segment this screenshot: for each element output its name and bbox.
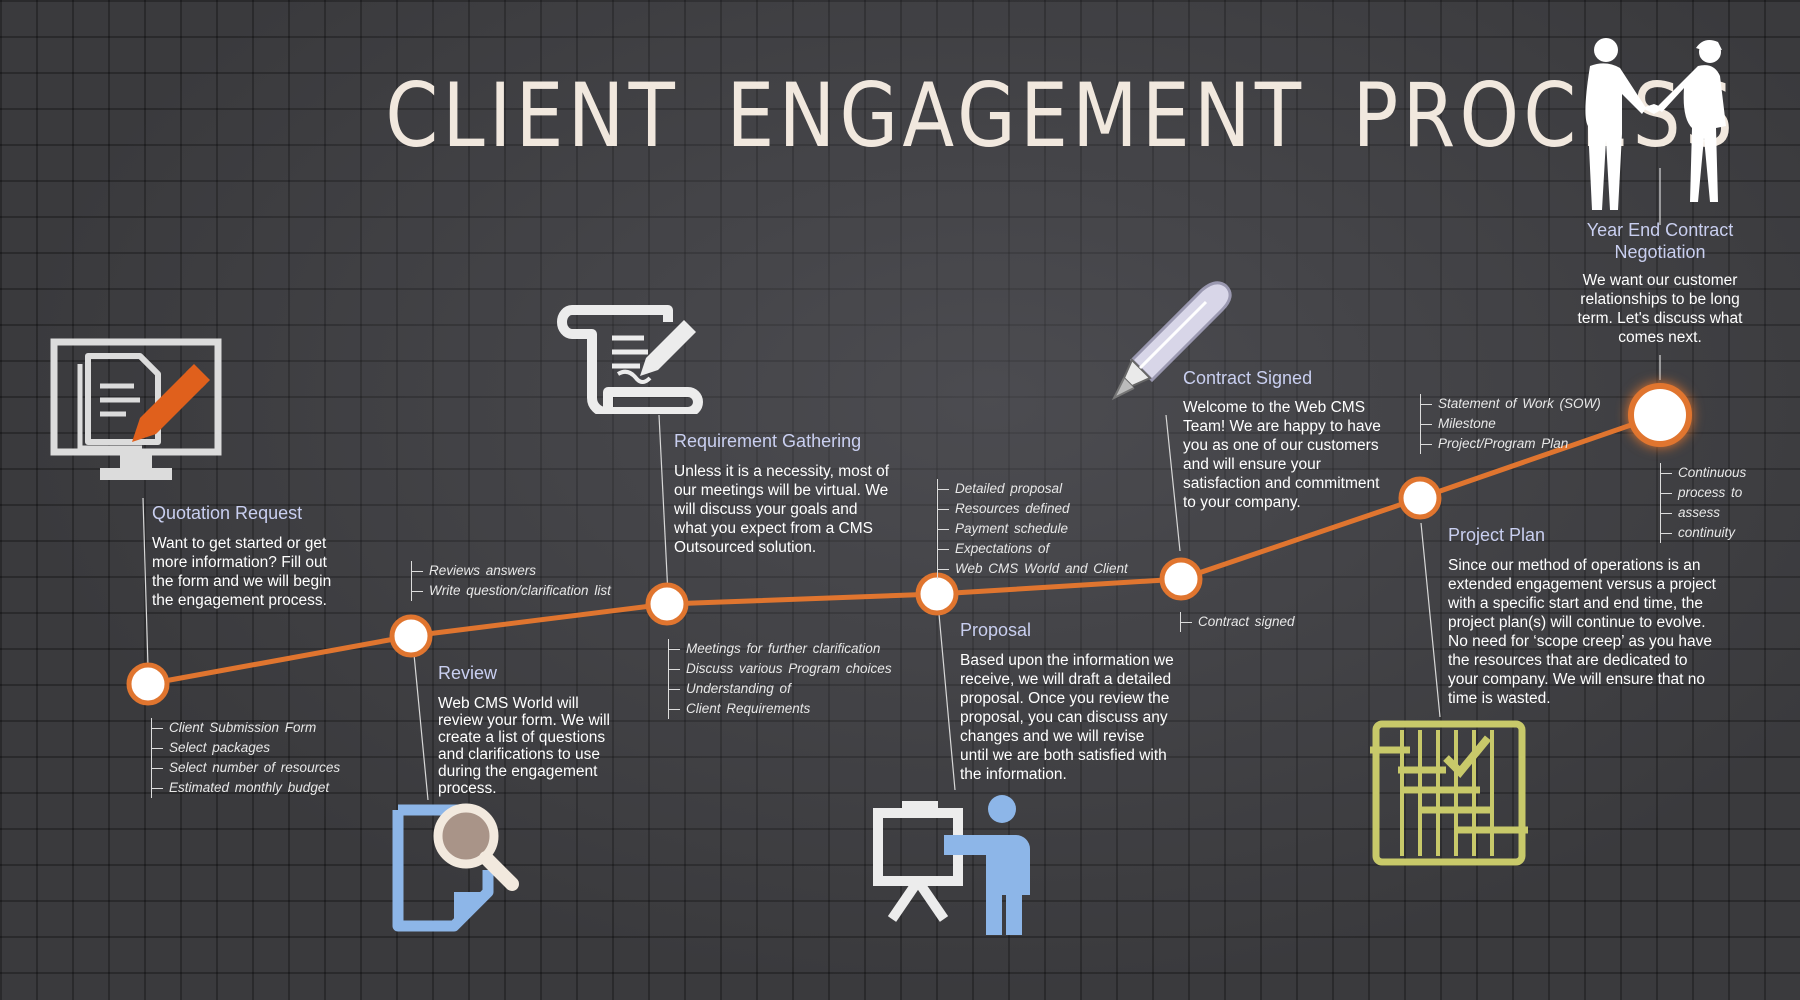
list-item: Detailed proposal xyxy=(937,479,1128,499)
list-item: Meetings for further clarification xyxy=(668,639,892,659)
presentation-icon xyxy=(873,795,1030,935)
document-search-icon xyxy=(392,803,519,932)
step-title-contract-signed: Contract Signed xyxy=(1183,368,1313,388)
gantt-checklist-icon xyxy=(1370,720,1528,866)
step-body-requirement-gathering: Unless it is a necessity, most of our me… xyxy=(674,463,890,556)
fountain-pen-icon xyxy=(1111,281,1232,401)
list-item: Client Requirements xyxy=(668,699,892,719)
handshake-icon xyxy=(1585,38,1726,210)
list-item: Client Submission Form xyxy=(151,718,340,738)
step-node-quotation-request xyxy=(126,662,170,706)
step-items-review: Reviews answers Write question/clarifica… xyxy=(411,561,611,601)
connector-line xyxy=(142,497,149,668)
step-items-proposal: Detailed proposal Resources defined Paym… xyxy=(937,479,1128,579)
list-item: Resources defined xyxy=(937,499,1128,519)
step-title-quotation-request: Quotation Request xyxy=(152,503,303,523)
list-item: Contract signed xyxy=(1180,612,1295,632)
step-body-quotation-request: Want to get started or get more informat… xyxy=(152,535,332,609)
list-item: Web CMS World and Client xyxy=(937,559,1128,579)
step-body-contract-signed: Welcome to the Web CMS Team! We are happ… xyxy=(1183,399,1381,511)
list-item: Expectations of xyxy=(937,539,1128,559)
step-node-project-plan xyxy=(1398,476,1442,520)
list-item: assess xyxy=(1660,503,1746,523)
step-title-review: Review xyxy=(438,663,498,683)
step-node-year-end xyxy=(1628,383,1692,447)
step-title-proposal: Proposal xyxy=(960,620,1032,640)
step-title-year-end: Year End Contract Negotiation xyxy=(1586,220,1734,262)
step-node-requirement-gathering xyxy=(645,582,689,626)
list-item: Discuss various Program choices xyxy=(668,659,892,679)
list-item: Estimated monthly budget xyxy=(151,778,340,798)
list-item: Understanding of xyxy=(668,679,892,699)
list-item: Payment schedule xyxy=(937,519,1128,539)
list-item: Write question/clarification list xyxy=(411,581,611,601)
list-item: Milestone xyxy=(1420,414,1601,434)
list-item: process to xyxy=(1660,483,1746,503)
step-body-review: Web CMS World will review your form. We … xyxy=(438,695,610,797)
connector-line xyxy=(658,414,669,596)
list-item: continuity xyxy=(1660,523,1746,543)
step-body-year-end: We want our customer relationships to be… xyxy=(1577,272,1743,346)
step-items-contract-signed: Contract signed xyxy=(1180,612,1295,632)
computer-form-icon xyxy=(50,338,222,480)
step-body-project-plan: Since our method of operations is an ext… xyxy=(1448,557,1716,707)
scroll-pencil-icon xyxy=(557,305,703,414)
list-item: Continuous xyxy=(1660,463,1746,483)
step-items-project-plan: Statement of Work (SOW) Milestone Projec… xyxy=(1420,394,1601,454)
list-item: Select number of resources xyxy=(151,758,340,778)
list-item: Reviews answers xyxy=(411,561,611,581)
list-item: Project/Program Plan xyxy=(1420,434,1601,454)
step-items-year-end: Continuous process to assess continuity xyxy=(1660,463,1746,543)
step-body-proposal: Based upon the information we receive, w… xyxy=(960,652,1174,783)
step-node-contract-signed xyxy=(1159,557,1203,601)
connector-line xyxy=(1165,414,1181,552)
step-node-review xyxy=(389,614,433,658)
list-item: Statement of Work (SOW) xyxy=(1420,394,1601,414)
step-items-quotation-request: Client Submission Form Select packages S… xyxy=(151,718,340,798)
connector-line xyxy=(936,591,956,791)
step-title-project-plan: Project Plan xyxy=(1448,525,1546,545)
step-title-requirement-gathering: Requirement Gathering xyxy=(674,431,862,451)
step-node-proposal xyxy=(915,572,959,616)
step-items-requirement-gathering: Meetings for further clarification Discu… xyxy=(668,639,892,719)
list-item: Select packages xyxy=(151,738,340,758)
connector-line xyxy=(1420,522,1441,718)
